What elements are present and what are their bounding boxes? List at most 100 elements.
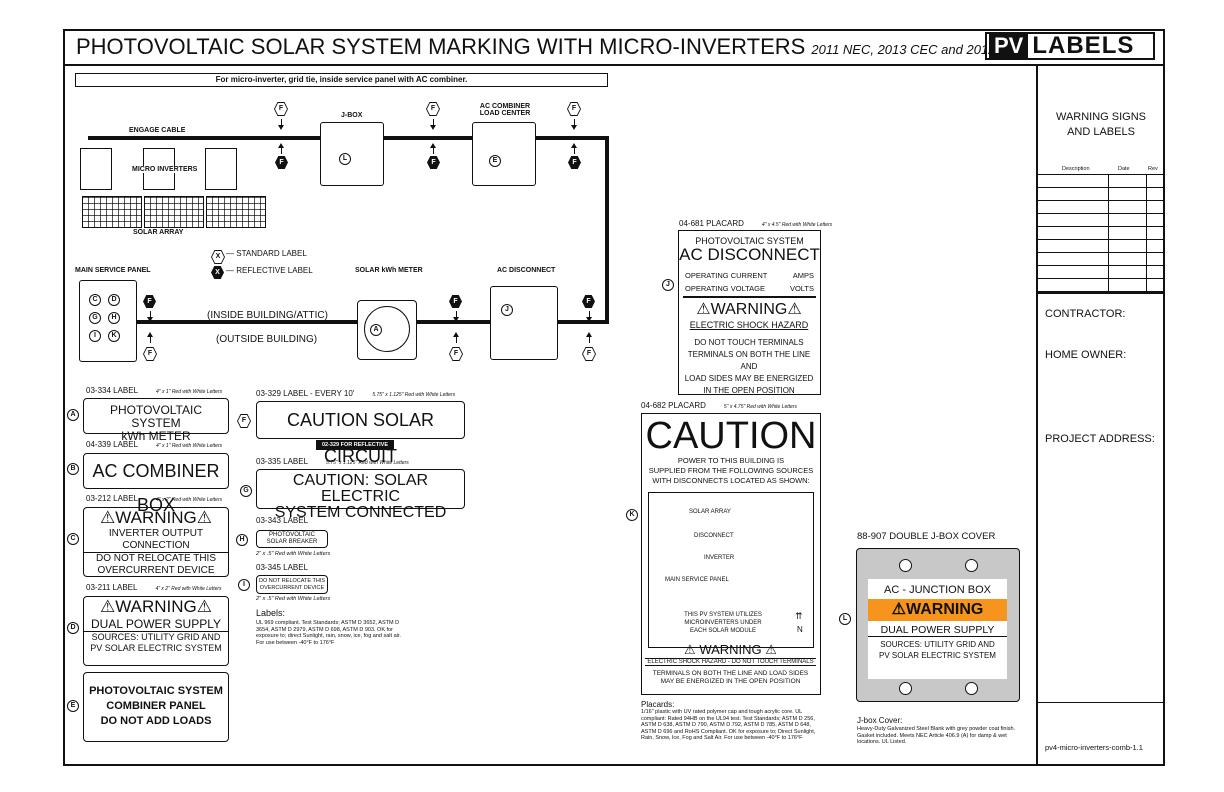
marker-k: K bbox=[626, 509, 638, 521]
marker-d: D bbox=[67, 622, 79, 634]
label-h-spec: 2" x .5" Red with White Letters bbox=[256, 551, 331, 557]
engage-cable-label: ENGAGE CABLE bbox=[129, 127, 186, 134]
sidebar-heading-line1: WARNING SIGNS bbox=[1055, 111, 1147, 123]
revision-col-line bbox=[1146, 174, 1147, 292]
marker-f-standard: F bbox=[567, 102, 581, 116]
marker-j: J bbox=[501, 304, 513, 316]
solar-panel bbox=[206, 196, 266, 228]
screw-hole-icon bbox=[965, 682, 978, 695]
marker-i: I bbox=[89, 330, 101, 342]
screw-hole-icon bbox=[965, 559, 978, 572]
label-d: ⚠WARNING⚠ DUAL POWER SUPPLY SOURCES: UTI… bbox=[83, 596, 229, 666]
marker-f-reflective: F bbox=[582, 295, 595, 308]
solar-panel bbox=[82, 196, 142, 228]
drawing-id: pv4-micro-inverters-comb-1.1 bbox=[1045, 743, 1143, 752]
sidebar-heading-line2: AND LABELS bbox=[1067, 126, 1135, 138]
jbox-cover: AC - JUNCTION BOX ⚠WARNING DUAL POWER SU… bbox=[856, 548, 1020, 702]
right-cable bbox=[605, 136, 609, 322]
arrow-up-icon bbox=[586, 332, 592, 343]
marker-i: I bbox=[238, 579, 250, 591]
screw-hole-icon bbox=[899, 559, 912, 572]
marker-f-reflective: F bbox=[275, 156, 288, 169]
marker-c: C bbox=[89, 294, 101, 306]
marker-g: G bbox=[240, 485, 252, 497]
legend-standard-icon: X bbox=[211, 250, 225, 264]
jbox-cover-label: AC - JUNCTION BOX ⚠WARNING DUAL POWER SU… bbox=[868, 579, 1007, 679]
reflective-tag: 02-329 FOR REFLECTIVE bbox=[316, 440, 394, 450]
placards-notes-title: Placards: bbox=[641, 700, 675, 709]
logo-labels: LABELS bbox=[1032, 32, 1135, 59]
ac-combiner-device bbox=[472, 122, 536, 186]
legend-reflective-label: — REFLECTIVE LABEL bbox=[226, 266, 313, 275]
jbox-notes-title: J-box Cover: bbox=[857, 716, 903, 725]
micro-inverter bbox=[205, 148, 237, 190]
micro-inverter bbox=[80, 148, 112, 190]
marker-j: J bbox=[662, 279, 674, 291]
project-address-label: PROJECT ADDRESS: bbox=[1045, 433, 1155, 445]
marker-f-reflective: F bbox=[427, 156, 440, 169]
marker-e: E bbox=[67, 700, 79, 712]
solar-meter-title: SOLAR kWh METER bbox=[355, 267, 423, 274]
marker-k: K bbox=[108, 330, 120, 342]
marker-f-standard: F bbox=[426, 102, 440, 116]
revision-col-line bbox=[1108, 174, 1109, 292]
marker-f-reflective: F bbox=[568, 156, 581, 169]
marker-c: C bbox=[67, 533, 79, 545]
ac-disconnect-device bbox=[490, 286, 558, 360]
labels-notes-title: Labels: bbox=[256, 608, 286, 618]
arrow-down-icon bbox=[586, 311, 592, 322]
solar-array-label: SOLAR ARRAY bbox=[133, 229, 184, 236]
page-subtitle: 2011 NEC, 2013 CEC and 2012 IFC bbox=[811, 42, 1020, 57]
col-date: Date bbox=[1118, 166, 1130, 172]
label-i-spec: 2" x .5" Red with White Letters bbox=[256, 596, 331, 602]
marker-a: A bbox=[370, 324, 382, 336]
jbox-notes-text: Heavy-Duty Galvanized Steel Blank with g… bbox=[857, 726, 1016, 745]
title-divider bbox=[63, 64, 1165, 66]
marker-l: L bbox=[839, 613, 851, 625]
col-description: Description bbox=[1062, 166, 1090, 172]
jbox-device bbox=[320, 122, 384, 186]
legend-reflective-icon: X bbox=[211, 266, 224, 279]
arrow-down-icon bbox=[571, 119, 577, 130]
contractor-label: CONTRACTOR: bbox=[1045, 308, 1126, 320]
label-i-header: 03-345 LABEL bbox=[256, 563, 309, 572]
arrow-up-icon bbox=[278, 143, 284, 154]
legend-standard-label: — STANDARD LABEL bbox=[226, 249, 307, 258]
outside-building-label: (OUTSIDE BUILDING) bbox=[216, 334, 318, 345]
logo-pv: PV bbox=[989, 34, 1029, 58]
marker-l: L bbox=[339, 153, 351, 165]
arrow-up-icon bbox=[147, 332, 153, 343]
marker-f-reflective: F bbox=[449, 295, 462, 308]
main-service-panel-title: MAIN SERVICE PANEL bbox=[75, 267, 151, 274]
marker-f-standard: F bbox=[274, 102, 288, 116]
screw-hole-icon bbox=[899, 682, 912, 695]
jbox-title: J-BOX bbox=[341, 112, 363, 119]
marker-h: H bbox=[236, 534, 248, 546]
marker-g: G bbox=[89, 312, 101, 324]
marker-h: H bbox=[108, 312, 120, 324]
diagram-banner: For micro-inverter, grid tie, inside ser… bbox=[75, 73, 608, 87]
ac-disconnect-title: AC DISCONNECT bbox=[497, 267, 556, 274]
marker-f-standard: F bbox=[449, 347, 463, 361]
solar-panel bbox=[144, 196, 204, 228]
marker-f-standard: F bbox=[237, 414, 251, 428]
home-owner-label: HOME OWNER: bbox=[1045, 349, 1127, 361]
label-f: CAUTION SOLAR CIRCUIT bbox=[256, 401, 465, 466]
label-b: AC COMBINER BOX bbox=[83, 453, 229, 515]
sidebar-rule bbox=[1036, 292, 1164, 294]
marker-d: D bbox=[108, 294, 120, 306]
